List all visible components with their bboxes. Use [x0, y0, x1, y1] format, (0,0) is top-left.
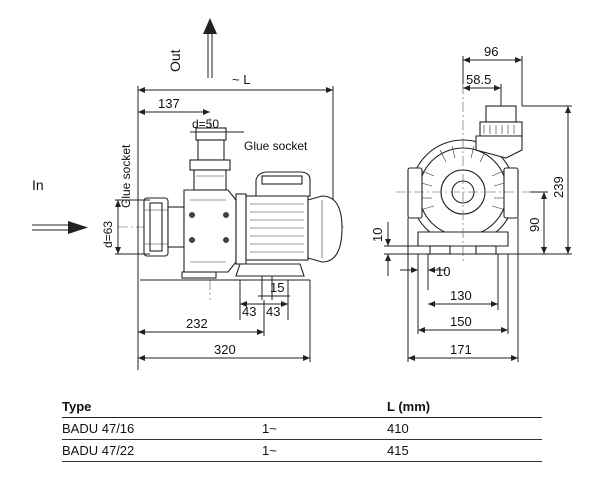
dim-150: 150 [450, 314, 472, 329]
dim-239: 239 [551, 176, 566, 198]
dim-320: 320 [214, 342, 236, 357]
dim-43-left: 43 [242, 304, 256, 319]
row-phase: 1~ [262, 417, 387, 440]
d-inlet-label: d=63 [101, 221, 115, 248]
row-model: BADU 47/16 [62, 417, 262, 440]
glue-socket-top-label: Glue socket [244, 139, 308, 153]
dim-90: 90 [527, 218, 542, 232]
length-marker: ~ L [232, 72, 250, 87]
in-label: In [32, 177, 44, 193]
table-header-row: Type L (mm) [62, 395, 542, 418]
inlet-flow-arrow [32, 221, 88, 234]
dim-171: 171 [450, 342, 472, 357]
dim-15: 15 [270, 280, 284, 295]
dim-43-right: 43 [266, 304, 280, 319]
spec-table: Type L (mm) BADU 47/16 1~ 410 BADU 47/22… [62, 395, 542, 462]
table-row: BADU 47/22 1~ 415 [62, 439, 542, 462]
dim-137: 137 [158, 96, 180, 111]
glue-socket-side-label: Glue socket [119, 144, 133, 208]
row-length: 415 [387, 439, 542, 462]
header-length: L (mm) [387, 395, 542, 418]
outlet-flow-arrow [203, 18, 217, 78]
dim-58-5: 58.5 [466, 72, 491, 87]
table-row: BADU 47/16 1~ 410 [62, 417, 542, 440]
dim-232: 232 [186, 316, 208, 331]
row-model: BADU 47/22 [62, 439, 262, 462]
d-outlet-label: d=50 [192, 117, 219, 131]
dim-10-horizontal: 10 [436, 264, 450, 279]
dim-10-vertical: 10 [370, 228, 385, 242]
row-phase: 1~ [262, 439, 387, 462]
pump-front-view: 96 58.5 239 90 10 10 130 150 [370, 44, 572, 362]
header-phase [262, 395, 387, 418]
header-type: Type [62, 395, 262, 418]
dim-130: 130 [450, 288, 472, 303]
out-label: Out [167, 49, 183, 72]
pump-side-view: Out In [32, 18, 345, 370]
dim-96: 96 [484, 44, 498, 59]
row-length: 410 [387, 417, 542, 440]
pump-dimension-drawing: Out In [32, 18, 572, 370]
